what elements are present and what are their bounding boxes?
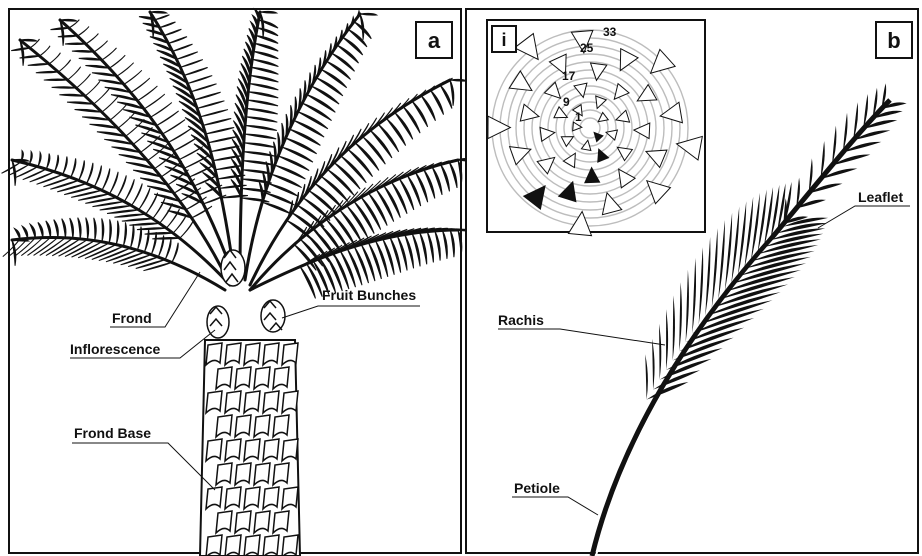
label-leaflet: Leaflet	[858, 189, 903, 205]
label-fruit-bunches: Fruit Bunches	[322, 287, 416, 303]
panel-b-tag: b	[887, 28, 900, 53]
label-frond-base: Frond Base	[74, 425, 151, 441]
label-inflorescence: Inflorescence	[70, 341, 160, 357]
frond-number-17: 17	[562, 69, 576, 83]
frond-number-1: 1	[575, 110, 582, 124]
panel-a: Frond Inflorescence Frond Base Fruit Bun…	[2, 9, 475, 556]
label-petiole: Petiole	[514, 480, 560, 496]
inset-tag: i	[501, 30, 506, 50]
label-frond: Frond	[112, 310, 152, 326]
fruit-bunch-cluster	[261, 300, 285, 332]
panel-b: Leaflet Rachis Petiole b i 33 25 17 9 1	[466, 9, 918, 556]
frond-number-9: 9	[563, 95, 570, 109]
frond-number-33: 33	[603, 25, 617, 39]
panel-a-tag: a	[428, 28, 441, 53]
frond-number-25: 25	[580, 41, 594, 55]
inset-phyllotaxis: i 33 25 17 9 1	[487, 20, 705, 236]
label-rachis: Rachis	[498, 312, 544, 328]
trunk	[200, 340, 300, 556]
